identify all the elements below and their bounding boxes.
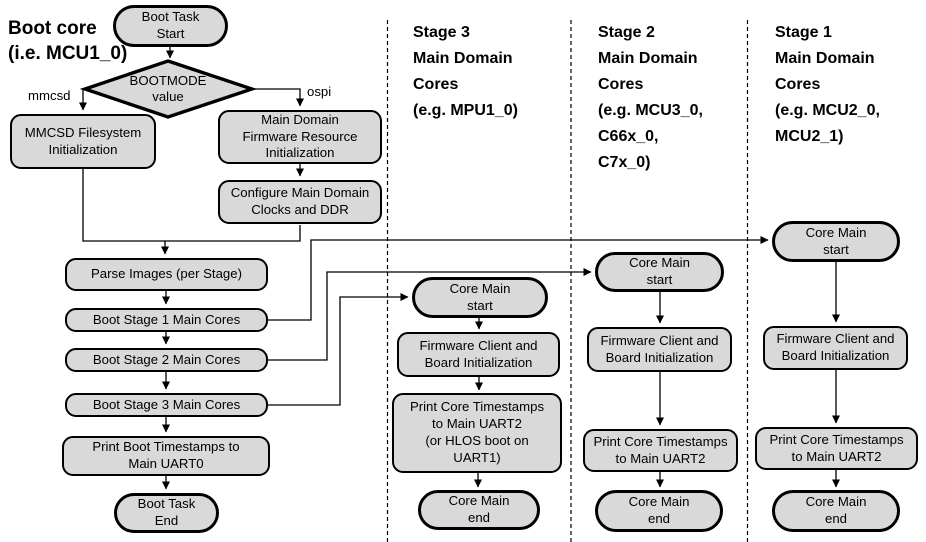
arrow-bootstage2-to-stage2-start: [268, 268, 592, 361]
node-s1-core-main-start: Core Main start: [772, 221, 900, 262]
node-s2-fw-client-board-init: Firmware Client and Board Initialization: [587, 327, 732, 372]
merge-rail: [82, 169, 301, 242]
edge-label-ospi: ospi: [307, 84, 332, 99]
decision-bootmode-label: BOOTMODE value: [129, 72, 207, 105]
node-parse-images: Parse Images (per Stage): [65, 258, 268, 291]
edge-label-mmcsd: mmcsd: [28, 88, 71, 103]
header-stage2: Stage 2 Main Domain Cores (e.g. MCU3_0, …: [598, 24, 703, 171]
arrow-decision-to-fw-resource: [252, 88, 304, 107]
node-s2-core-main-start: Core Main start: [595, 252, 724, 292]
node-boot-task-end: Boot Task End: [114, 493, 219, 533]
node-configure-clocks-ddr: Configure Main Domain Clocks and DDR: [218, 180, 382, 224]
node-s2-core-main-end: Core Main end: [595, 490, 723, 532]
header-boot-core: Boot core (i.e. MCU1_0): [8, 18, 128, 64]
node-s1-core-main-end: Core Main end: [772, 490, 900, 532]
node-s3-core-main-start: Core Main start: [412, 277, 548, 318]
arrow-decision-to-mmcsd: [79, 88, 87, 111]
node-s3-print-core-timestamps: Print Core Timestamps to Main UART2 (or …: [392, 393, 562, 473]
node-s1-print-core-timestamps: Print Core Timestamps to Main UART2: [755, 427, 918, 470]
node-boot-stage3-main-cores: Boot Stage 3 Main Cores: [65, 393, 268, 417]
node-s3-fw-client-board-init: Firmware Client and Board Initialization: [397, 332, 560, 377]
arrow-bootstage3-to-stage3-start: [268, 293, 409, 406]
node-boot-stage1-main-cores: Boot Stage 1 Main Cores: [65, 308, 268, 332]
node-s2-print-core-timestamps: Print Core Timestamps to Main UART2: [583, 429, 738, 472]
node-boot-stage2-main-cores: Boot Stage 2 Main Cores: [65, 348, 268, 372]
header-stage3: Stage 3 Main Domain Cores (e.g. MPU1_0): [413, 24, 518, 119]
arrow-bootstage1-to-stage1-start: [268, 236, 769, 321]
decision-diamond-shape: [79, 59, 258, 119]
header-stage1: Stage 1 Main Domain Cores (e.g. MCU2_0, …: [775, 24, 880, 145]
node-print-boot-timestamps: Print Boot Timestamps to Main UART0: [62, 436, 270, 476]
node-mmcsd-filesystem-init: MMCSD Filesystem Initialization: [10, 114, 156, 169]
node-s3-core-main-end: Core Main end: [418, 490, 540, 530]
node-s1-fw-client-board-init: Firmware Client and Board Initialization: [763, 326, 908, 370]
node-boot-task-start: Boot Task Start: [113, 5, 228, 47]
node-main-domain-fw-resource-init: Main Domain Firmware Resource Initializa…: [218, 110, 382, 164]
